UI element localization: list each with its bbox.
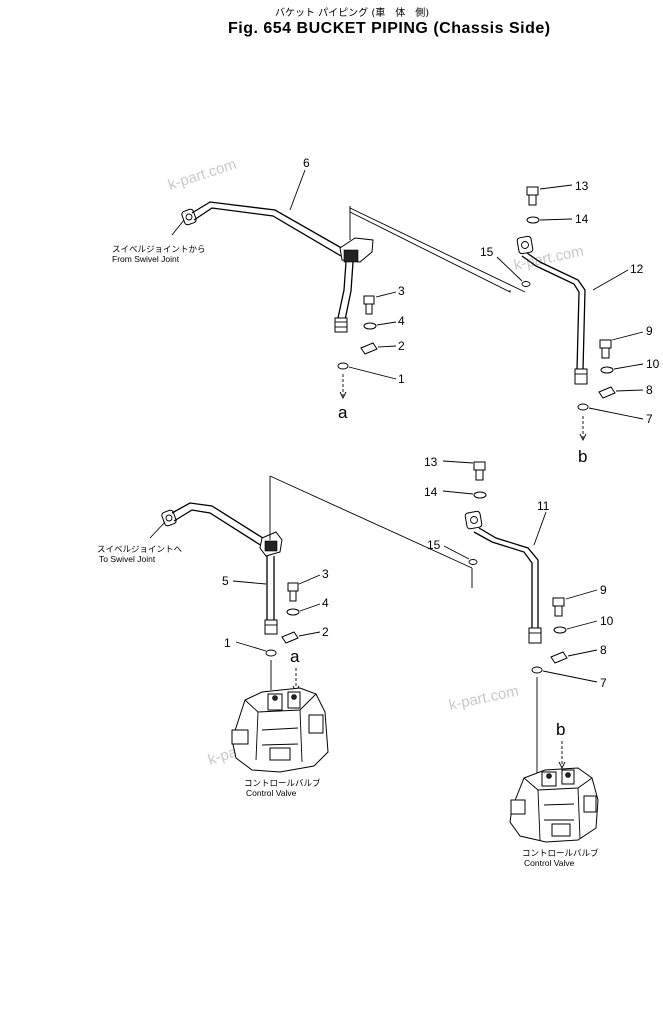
from-swivel-label: From Swivel Joint [112,254,180,264]
washer-10-bottom [553,626,567,634]
control-valve-left [231,687,329,773]
to-swivel-label-jp: スイベルジョイントへ [97,544,183,554]
callout-8-bottom: 8 [600,643,607,657]
callout-4-top: 4 [398,314,405,328]
control-valve-left-label: Control Valve [246,788,297,798]
callout-10-bottom: 10 [600,614,614,628]
control-valve-right-label-jp: コントロールバルブ [522,848,599,858]
plate-8-top [598,386,616,399]
plate-2-bottom [281,631,299,644]
plate-8-bottom [550,651,568,664]
callout-12: 12 [630,262,644,276]
callout-6: 6 [303,156,310,170]
pipe-6-assembly [181,201,374,333]
to-swivel-label: To Swivel Joint [99,554,156,564]
pipe-5-assembly [161,502,283,635]
figure-title: Fig. 654 BUCKET PIPING (Chassis Side) [228,20,551,37]
marker-b-bottom: b [556,720,565,739]
callout-4-bottom: 4 [322,596,329,610]
oring-7-bottom [531,666,543,674]
callout-14-top: 14 [575,212,589,226]
washer-14-top [526,216,540,224]
callout-8-top: 8 [646,383,653,397]
from-swivel-label-jp: スイベルジョイントから [112,244,206,254]
callout-7-top: 7 [646,412,653,426]
callout-3-top: 3 [398,284,405,298]
pipe-11-assembly [464,510,542,644]
oring-15-top [521,281,531,287]
watermark-1: k-part.com [166,156,239,194]
bolt-9-top [599,339,612,359]
callout-7-bottom: 7 [600,676,607,690]
callout-13-top: 13 [575,179,589,193]
marker-a-top: a [338,403,348,422]
marker-b-top: b [578,447,587,466]
bolt-9-bottom [552,597,565,617]
callout-10-top: 10 [646,357,660,371]
callout-14-bottom: 14 [424,485,438,499]
oring-1-top [337,362,349,370]
callout-15-top: 15 [480,245,494,259]
washer-4-bottom [286,608,300,616]
oring-7-top [577,403,589,411]
control-valve-right [509,767,599,843]
callout-13-bottom: 13 [424,455,438,469]
callout-2-bottom: 2 [322,625,329,639]
control-valve-right-label: Control Valve [524,858,575,868]
control-valve-left-label-jp: コントロールバルブ [244,778,321,788]
washer-10-top [600,366,614,374]
callout-5: 5 [222,574,229,588]
plate-2-top [360,342,378,355]
bolt-3-top [363,295,375,315]
callout-1-bottom: 1 [224,636,231,650]
callout-3-bottom: 3 [322,567,329,581]
callout-9-bottom: 9 [600,583,607,597]
title-japanese: バケット パイピング (車 体 側) [275,6,429,19]
callout-11: 11 [537,499,550,513]
washer-4-top [363,322,377,330]
marker-a-bottom: a [290,647,300,666]
pipe-12-assembly [516,235,588,385]
oring-15-bottom [468,559,478,565]
oring-1-bottom [265,649,277,657]
bolt-13-bottom [473,461,486,481]
bolt-3-bottom [287,582,299,602]
callout-1-top: 1 [398,372,405,386]
callout-2-top: 2 [398,339,405,353]
callout-9-top: 9 [646,324,653,338]
washer-14-bottom [473,491,487,499]
callout-15-bottom: 15 [427,538,441,552]
bolt-13-top [526,186,539,206]
watermark-3: k-part.com [447,683,520,714]
